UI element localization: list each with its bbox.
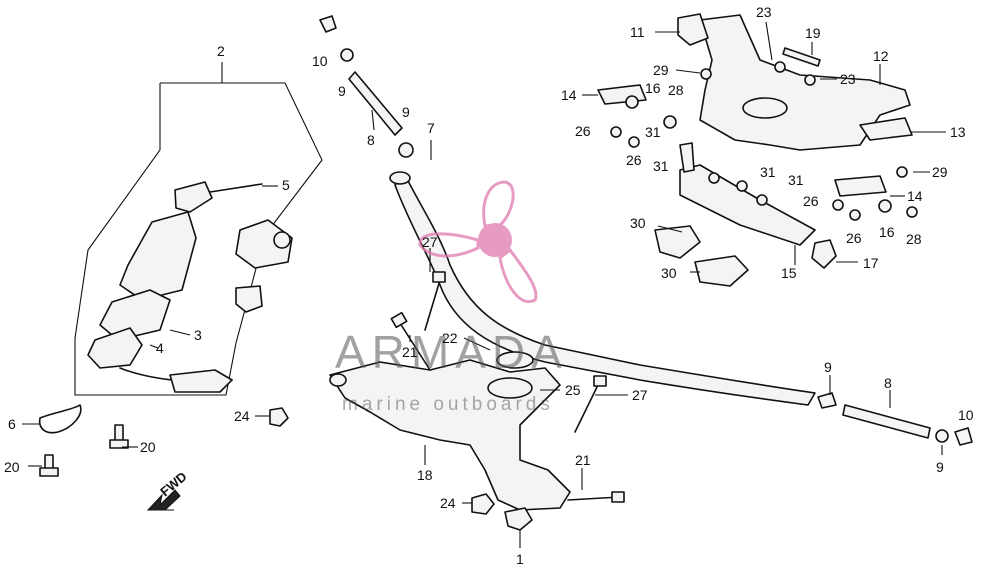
callout-23-upper: 23 bbox=[756, 4, 772, 20]
callout-9-right-lower: 9 bbox=[936, 459, 944, 475]
callout-14-right: 14 bbox=[907, 188, 923, 204]
callout-11: 11 bbox=[630, 24, 645, 40]
callout-31-left: 31 bbox=[653, 158, 669, 174]
callout-18: 18 bbox=[417, 467, 433, 483]
forward-arrow-icon: FWD bbox=[146, 469, 190, 511]
callout-28-left: 28 bbox=[668, 82, 684, 98]
watermark-brand: ARMADA bbox=[335, 326, 568, 378]
callout-8-left: 8 bbox=[367, 132, 375, 148]
armada-watermark: ARMADA marine outboards bbox=[335, 180, 568, 415]
callout-27-lower: 27 bbox=[632, 387, 648, 403]
callout-10-right: 10 bbox=[958, 407, 974, 423]
callout-2: 2 bbox=[217, 43, 225, 59]
handlebar-holder bbox=[329, 248, 628, 548]
callout-27-upper: 27 bbox=[422, 234, 438, 250]
callout-9-left-upper: 9 bbox=[338, 83, 346, 99]
callout-15: 15 bbox=[781, 265, 797, 281]
handlebar-cover-group bbox=[582, 13, 946, 287]
callout-5: 5 bbox=[282, 177, 290, 193]
callout-20-lower: 20 bbox=[4, 459, 20, 475]
callout-26-right-upper: 26 bbox=[803, 193, 819, 209]
propeller-logo-icon bbox=[418, 180, 538, 304]
callout-7: 7 bbox=[427, 120, 435, 136]
callout-9-right-upper: 9 bbox=[824, 359, 832, 375]
callout-28-right: 28 bbox=[906, 231, 922, 247]
callout-26-left-lower: 26 bbox=[626, 152, 642, 168]
callout-26-left-upper: 26 bbox=[575, 123, 591, 139]
callout-13: 13 bbox=[950, 124, 966, 140]
callout-9-left-lower: 9 bbox=[402, 104, 410, 120]
callout-3: 3 bbox=[194, 327, 202, 343]
callout-16-right: 16 bbox=[879, 224, 895, 240]
callout-6: 6 bbox=[8, 416, 16, 432]
callout-14-left: 14 bbox=[561, 87, 577, 103]
callout-31-middle: 31 bbox=[760, 164, 776, 180]
callout-12: 12 bbox=[873, 48, 889, 64]
callout-25: 25 bbox=[565, 382, 581, 398]
callout-4: 4 bbox=[156, 340, 164, 356]
callout-29-upper: 29 bbox=[653, 62, 669, 78]
callout-31-right: 31 bbox=[788, 172, 804, 188]
callout-21-upper: 21 bbox=[402, 344, 418, 360]
callout-16-left: 16 bbox=[645, 80, 661, 96]
callout-29-right: 29 bbox=[932, 164, 948, 180]
callout-30-upper: 30 bbox=[630, 215, 646, 231]
callout-31-upper: 31 bbox=[645, 124, 661, 140]
callout-10-left: 10 bbox=[312, 53, 328, 69]
ignition-switch-group bbox=[22, 62, 323, 477]
callout-1: 1 bbox=[516, 551, 524, 567]
callout-8-right: 8 bbox=[884, 375, 892, 391]
handlebar-pipe bbox=[319, 15, 973, 455]
callout-labels: 2 5 3 4 6 20 20 24 10 9 8 9 7 27 21 22 2… bbox=[4, 4, 974, 567]
callout-22: 22 bbox=[442, 330, 458, 346]
callout-24-left: 24 bbox=[234, 408, 250, 424]
callout-17: 17 bbox=[863, 255, 879, 271]
callout-21-lower: 21 bbox=[575, 452, 591, 468]
callout-23-lower: 23 bbox=[840, 71, 856, 87]
callout-24-lower: 24 bbox=[440, 495, 456, 511]
callout-20-upper: 20 bbox=[140, 439, 156, 455]
callout-30-lower: 30 bbox=[661, 265, 677, 281]
callout-26-right-lower: 26 bbox=[846, 230, 862, 246]
callout-19: 19 bbox=[805, 25, 821, 41]
watermark-tagline: marine outboards bbox=[342, 394, 554, 415]
